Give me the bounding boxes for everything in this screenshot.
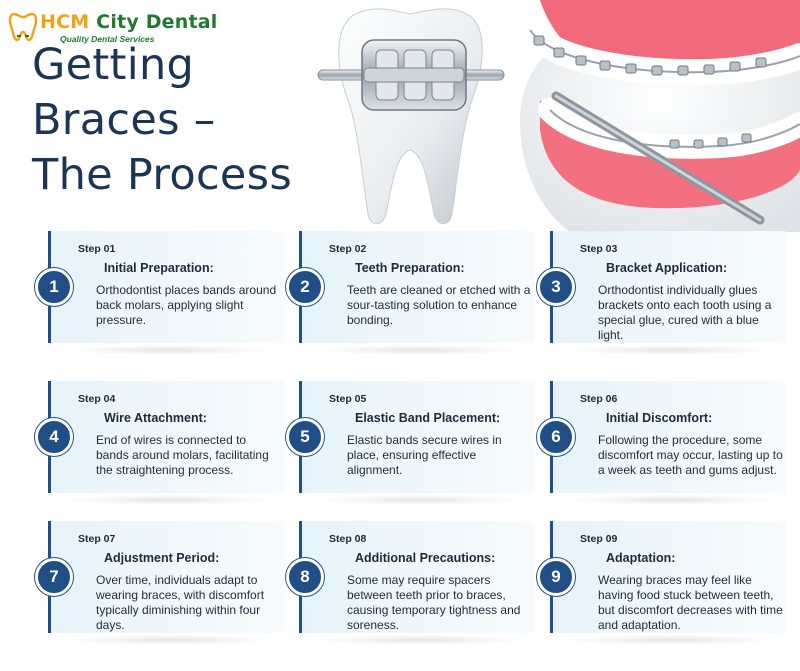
step-label: Step 04	[78, 393, 116, 405]
step-heading: Elastic Band Placement:	[355, 411, 501, 425]
step-label: Step 07	[78, 533, 116, 545]
step-number-badge: 6	[537, 418, 575, 456]
step-heading: Bracket Application:	[606, 261, 728, 275]
step-heading: Wire Attachment:	[104, 411, 207, 425]
step-label: Step 02	[329, 243, 367, 255]
step-number-badge: 4	[35, 418, 73, 456]
step-card: 4 Step 04 Wire Attachment: End of wires …	[34, 381, 284, 505]
step-description: Wearing braces may feel like having food…	[598, 573, 783, 632]
step-description: Elastic bands secure wires in place, ens…	[347, 433, 502, 477]
step-card: 7 Step 07 Adjustment Period: Over time, …	[34, 521, 284, 645]
step-description: Following the procedure, some discomfort…	[598, 433, 783, 477]
tooth-logo-icon	[8, 12, 38, 42]
step-description: End of wires is connected to bands aroun…	[96, 433, 269, 477]
step-description: Orthodontist places bands around back mo…	[96, 283, 277, 327]
step-number-badge: 8	[286, 558, 324, 596]
brand-tagline: Quality Dental Services	[60, 34, 155, 44]
step-number-badge: 1	[35, 268, 73, 306]
title-line-2: Braces –	[32, 95, 216, 145]
step-heading: Adjustment Period:	[104, 551, 220, 565]
step-card: 5 Step 05 Elastic Band Placement: Elasti…	[285, 381, 535, 505]
step-card: 1 Step 01 Initial Preparation: Orthodont…	[34, 231, 284, 355]
step-description: Over time, individuals adapt to wearing …	[96, 573, 265, 632]
step-number-badge: 5	[286, 418, 324, 456]
tooth-bracket-illustration	[317, 8, 505, 225]
brand-name: HCM City Dental	[40, 11, 218, 33]
step-heading: Teeth Preparation:	[355, 261, 465, 275]
step-card: 3 Step 03 Bracket Application: Orthodont…	[536, 231, 786, 355]
brand-logo: HCM City Dental Quality Dental Services	[8, 10, 217, 46]
title-line-1: Getting	[32, 40, 195, 90]
step-label: Step 01	[78, 243, 116, 255]
step-number-badge: 7	[35, 558, 73, 596]
step-card: 9 Step 09 Adaptation: Wearing braces may…	[536, 521, 786, 645]
step-label: Step 03	[580, 243, 618, 255]
step-label: Step 08	[329, 533, 367, 545]
title-line-3: The Process	[32, 150, 293, 200]
step-description: Orthodontist individually glues brackets…	[598, 283, 772, 342]
step-heading: Additional Precautions:	[355, 551, 496, 565]
step-description: Some may require spacers between teeth p…	[347, 573, 521, 632]
step-label: Step 06	[580, 393, 618, 405]
step-number-badge: 2	[286, 268, 324, 306]
step-number-badge: 9	[537, 558, 575, 596]
step-heading: Adaptation:	[606, 551, 676, 565]
step-heading: Initial Preparation:	[104, 261, 214, 275]
step-card: 2 Step 02 Teeth Preparation: Teeth are c…	[285, 231, 535, 355]
step-label: Step 05	[329, 393, 367, 405]
dental-model-illustration	[517, 0, 800, 232]
step-card: 6 Step 06 Initial Discomfort: Following …	[536, 381, 786, 505]
step-label: Step 09	[580, 533, 618, 545]
step-description: Teeth are cleaned or etched with a sour-…	[347, 283, 531, 327]
step-card: 8 Step 08 Additional Precautions: Some m…	[285, 521, 535, 645]
step-heading: Initial Discomfort:	[606, 411, 713, 425]
step-number-badge: 3	[537, 268, 575, 306]
page-title: Getting Braces – The Process	[32, 38, 332, 203]
